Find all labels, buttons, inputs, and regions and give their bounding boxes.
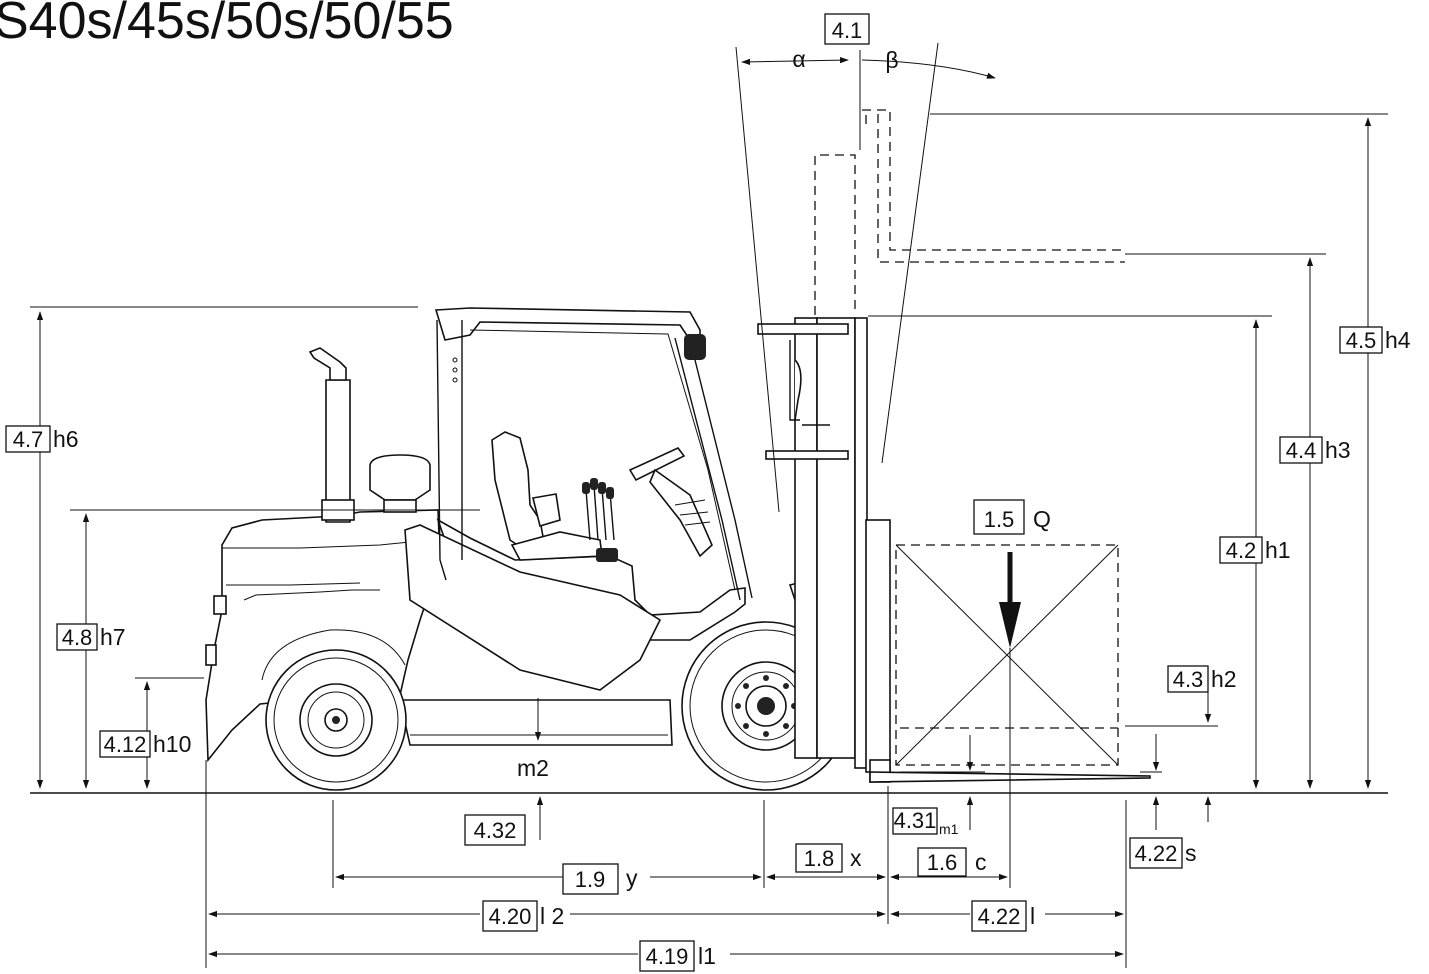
m1-code: 4.31 [894, 808, 937, 833]
h2-symbol: h2 [1211, 666, 1237, 692]
y-code: 1.9 [575, 867, 606, 892]
h1-symbol: h1 [1265, 537, 1291, 563]
h6-symbol: h6 [53, 426, 79, 452]
q-symbol: Q [1033, 506, 1051, 532]
h10-code: 4.12 [104, 732, 147, 757]
tilt-code: 4.1 [832, 18, 863, 43]
h6-code: 4.7 [13, 427, 44, 452]
h1-code: 4.2 [1226, 538, 1257, 563]
x-code: 1.8 [804, 846, 835, 871]
h4-symbol: h4 [1385, 327, 1411, 353]
m2-code: 4.32 [474, 818, 517, 843]
raised-mast-outline [814, 109, 1125, 315]
c-code: 1.6 [927, 850, 958, 875]
s-code: 4.22 [1135, 841, 1178, 866]
alpha-label: α [792, 46, 805, 72]
tilt-angle-lines [735, 42, 996, 513]
c-symbol: c [975, 849, 987, 875]
h7-symbol: h7 [100, 624, 126, 650]
l1-code: 4.19 [646, 944, 689, 969]
h3-code: 4.4 [1286, 438, 1317, 463]
h3-symbol: h3 [1325, 437, 1351, 463]
q-code: 1.5 [984, 507, 1015, 532]
beta-label: β [885, 47, 898, 73]
model-title: S40s/45s/50s/50/55 [0, 0, 454, 50]
s-symbol: s [1185, 840, 1197, 866]
l-code: 4.22 [978, 904, 1021, 929]
h7-code: 4.8 [62, 625, 93, 650]
l-symbol: l [1030, 903, 1035, 929]
load-box [895, 544, 1119, 888]
rear-wheel [261, 629, 407, 791]
l2-symbol: l 2 [540, 903, 564, 929]
y-symbol: y [626, 865, 638, 891]
h2-code: 4.3 [1173, 667, 1204, 692]
forklift-illustration [205, 307, 1151, 791]
h10-symbol: h10 [153, 731, 191, 757]
h4-code: 4.5 [1346, 328, 1377, 353]
m2-symbol: m2 [517, 755, 549, 781]
l1-symbol: l1 [698, 943, 716, 969]
m1-symbol: m1 [939, 821, 959, 837]
x-symbol: x [850, 845, 862, 871]
mast [757, 317, 868, 769]
l2-code: 4.20 [489, 904, 532, 929]
